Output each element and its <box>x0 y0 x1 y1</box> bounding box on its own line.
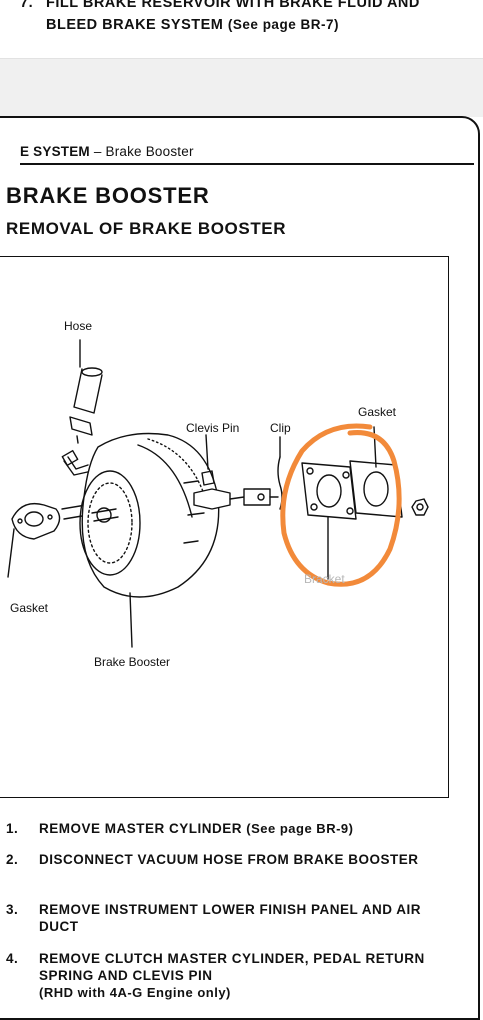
page-subtitle: REMOVAL OF BRAKE BOOSTER <box>6 219 287 238</box>
previous-page-fragment: 7. FILL BRAKE RESERVOIR WITH BRAKE FLUID… <box>0 0 483 58</box>
manual-page <box>0 116 480 1020</box>
left-gasket-part <box>7 502 61 578</box>
step-instruction: DISCONNECT VACUUM HOSE FROM BRAKE BOOSTE… <box>39 852 419 867</box>
nut-part <box>411 498 429 516</box>
label-gasket-top: Gasket <box>358 405 397 419</box>
step-number: 1. <box>6 821 19 836</box>
step-number: 3. <box>6 902 19 917</box>
exploded-diagram: Hose Clevis Pin Clip Gasket Bracket Gask… <box>0 256 449 798</box>
label-clevis-pin: Clevis Pin <box>186 421 240 435</box>
page-reference: (RHD with 4A-G Engine only) <box>39 985 231 1000</box>
elbow-pipe <box>61 449 93 476</box>
diagram-drawing <box>7 339 429 648</box>
hose-part <box>69 339 103 444</box>
clip-part <box>277 436 283 510</box>
section-name: E SYSTEM <box>20 144 90 159</box>
step-instruction: FILL BRAKE RESERVOIR WITH BRAKE FLUID AN… <box>46 0 420 33</box>
step-text: DISCONNECT VACUUM HOSE FROM BRAKE BOOSTE… <box>39 851 439 868</box>
step-text: FILL BRAKE RESERVOIR WITH BRAKE FLUID AN… <box>46 0 476 36</box>
step-instruction: REMOVE MASTER CYLINDER <box>39 821 243 836</box>
brake-booster-body <box>79 432 279 598</box>
page-reference: (See page BR-9) <box>246 821 354 836</box>
label-brake-booster: Brake Booster <box>94 655 171 669</box>
label-clip: Clip <box>270 421 291 435</box>
step-number: 2. <box>6 852 19 867</box>
bracket-part <box>301 462 357 580</box>
gasket-plate-part <box>349 426 403 518</box>
page-title: BRAKE BOOSTER <box>6 183 210 208</box>
step-text: REMOVE CLUTCH MASTER CYLINDER, PEDAL RET… <box>39 950 439 1001</box>
step-text: REMOVE INSTRUMENT LOWER FINISH PANEL AND… <box>39 901 439 935</box>
label-gasket-left: Gasket <box>10 601 49 615</box>
label-hose: Hose <box>64 319 93 333</box>
page-reference: (See page BR-7) <box>227 17 339 32</box>
annotation-circle <box>280 423 402 587</box>
header-separator: – <box>89 144 106 159</box>
step-number: 7. <box>20 0 34 11</box>
step-instruction: REMOVE CLUTCH MASTER CYLINDER, PEDAL RET… <box>39 951 425 983</box>
step-number: 4. <box>6 951 19 966</box>
clevis-pin-part <box>201 434 215 486</box>
subsection-name: Brake Booster <box>105 144 194 159</box>
label-bracket: Bracket <box>304 572 345 586</box>
section-header: E SYSTEM – Brake Booster <box>20 141 474 165</box>
step-text: REMOVE MASTER CYLINDER (See page BR-9) <box>39 820 439 837</box>
page-gap <box>0 58 483 117</box>
step-instruction: REMOVE INSTRUMENT LOWER FINISH PANEL AND… <box>39 902 422 934</box>
